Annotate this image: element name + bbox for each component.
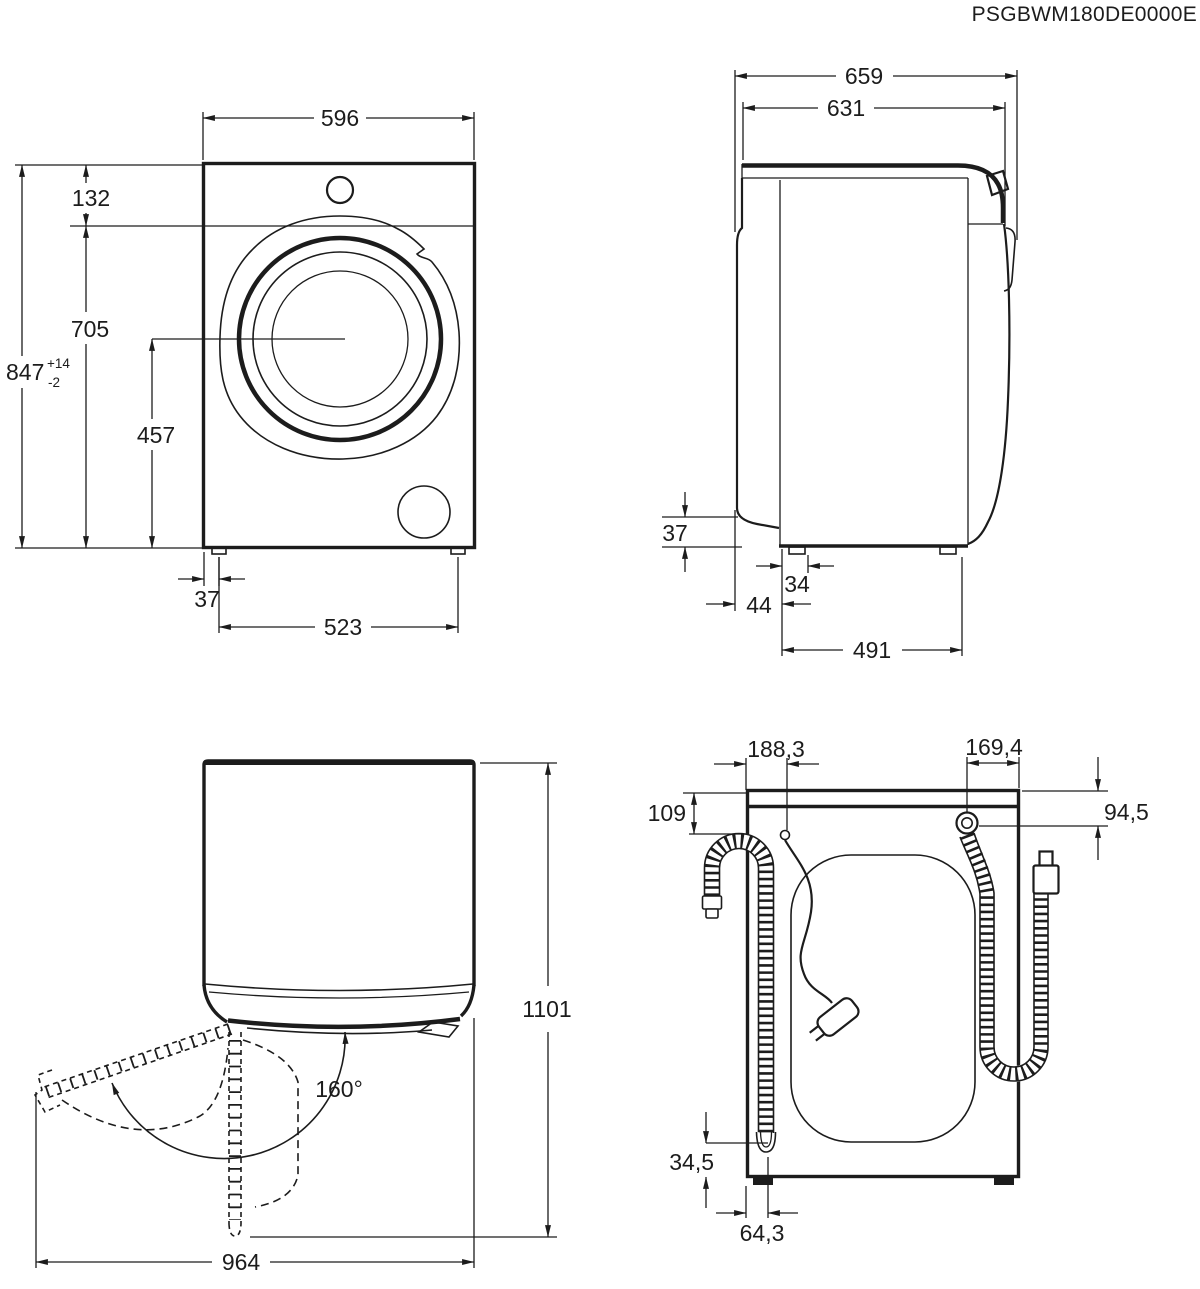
front-right-foot [450,547,466,555]
top-door-open-160 [33,1023,233,1131]
side-inlet-connector [1003,227,1016,292]
dim-rear-hose-end-clearance: 34,5 [669,1112,768,1208]
drain-hose-fitting [701,895,723,910]
dim-side-door-protrusion: 44 [706,510,811,618]
front-door-porthole [152,215,461,460]
cord-grommet [779,829,791,841]
front-filter-cover [397,485,451,539]
dim-rear-cord-offset: 188,3 [714,736,819,830]
front-program-knob [325,175,355,205]
dim-label-1101: 1101 [522,996,571,1022]
top-front-right-corner [459,984,476,1018]
inlet-hose [955,811,1060,1082]
top-door-handle [416,1021,460,1038]
dim-rear-hose-hook-drop: 109 [648,792,748,835]
inlet-hose-connector [1032,864,1060,895]
dim-label-132: 132 [72,185,110,211]
top-door-open-160-tip [33,1069,61,1114]
dim-label-44: 44 [746,592,772,618]
dim-label-457: 457 [137,422,175,448]
dim-side-door-clearance: 37 [662,492,742,572]
dim-label-169-4: 169,4 [965,734,1023,760]
dim-label-34-5: 34,5 [669,1149,714,1175]
top-lid-front-arc-inner [208,991,470,999]
top-front-left-corner [202,984,228,1024]
side-lid [742,163,1006,223]
dim-side-total-depth: 659 [734,63,1018,240]
dim-side-feet-distance: 491 [781,557,963,663]
dim-label-659: 659 [845,63,883,89]
side-view: 659 631 37 34 44 [662,63,1018,663]
dim-label-847: 847 [6,359,44,385]
side-back-hose-bulge [967,223,1011,546]
dim-front-door-center-height: 457 [137,338,175,549]
dim-front-feet-distance: 523 [218,557,459,640]
door-swing-arc [111,1031,349,1160]
side-rear-foot [939,546,957,555]
dim-label-596: 596 [321,105,359,131]
dim-front-width: 596 [202,105,475,160]
dim-rear-drain-offset: 169,4 [965,734,1023,812]
power-plug [809,997,860,1042]
top-door-closed-edge [227,1016,461,1030]
top-door-open-90-bowl [242,1039,299,1208]
dim-rear-outlet-drop: 94,5 [979,757,1149,860]
dim-label-631: 631 [827,95,865,121]
side-door-profile [735,178,780,530]
rear-view: 188,3 169,4 109 94,5 34,5 [648,734,1149,1246]
rear-cabinet-outline [745,788,1021,1179]
top-view: 160° 1101 964 [33,759,572,1275]
document-code: PSGBWM180DE0000E [972,3,1197,26]
drain-hose-end-cap [755,1131,777,1153]
top-cabinet-outline [202,759,476,986]
dim-front-door-center-to-base: 705 [71,225,109,549]
dim-label-523: 523 [324,614,362,640]
rear-back-panel [790,854,976,1143]
dim-label-160deg: 160° [315,1076,363,1102]
dim-front-total-height: 847 +14 -2 [6,164,70,549]
side-lid-hinge [985,169,1010,197]
dim-label-847-tol-minus: -2 [48,375,60,390]
dim-label-37-side: 37 [662,520,688,546]
dim-label-964: 964 [222,1249,261,1275]
dim-front-foot-offset: 37 [178,552,245,612]
rear-left-foot [753,1177,773,1185]
dim-label-847-tol-plus: +14 [47,356,70,371]
dim-label-188-3: 188,3 [747,736,805,762]
dim-label-705: 705 [71,316,109,342]
top-lid-front-arc [204,983,474,992]
door-outer-contour [219,215,461,460]
dim-label-94-5: 94,5 [1104,799,1149,825]
rear-right-foot [994,1177,1014,1185]
side-front-foot [788,546,806,555]
front-view: 596 132 705 847 +14 -2 457 [6,105,477,640]
dim-label-37-front: 37 [194,586,220,612]
dim-label-109: 109 [648,800,686,826]
top-door-open-90 [228,1032,299,1237]
dim-label-34: 34 [784,571,810,597]
dim-top-width-door-open: 964 [35,1018,475,1275]
front-left-foot [211,547,227,555]
dim-side-body-depth: 631 [742,95,1006,226]
power-cord [779,829,860,1042]
dim-front-panel-height: 132 [72,164,110,227]
dim-side-foot-inset: 34 [756,549,834,597]
dim-label-491: 491 [853,637,891,663]
front-cabinet-outline [201,161,477,550]
dim-top-depth-door-open: 1101 [250,762,572,1238]
dim-label-64-3: 64,3 [740,1220,785,1246]
drain-hose [701,832,777,1153]
dim-rear-drain-hose-offset: 64,3 [716,1157,798,1246]
